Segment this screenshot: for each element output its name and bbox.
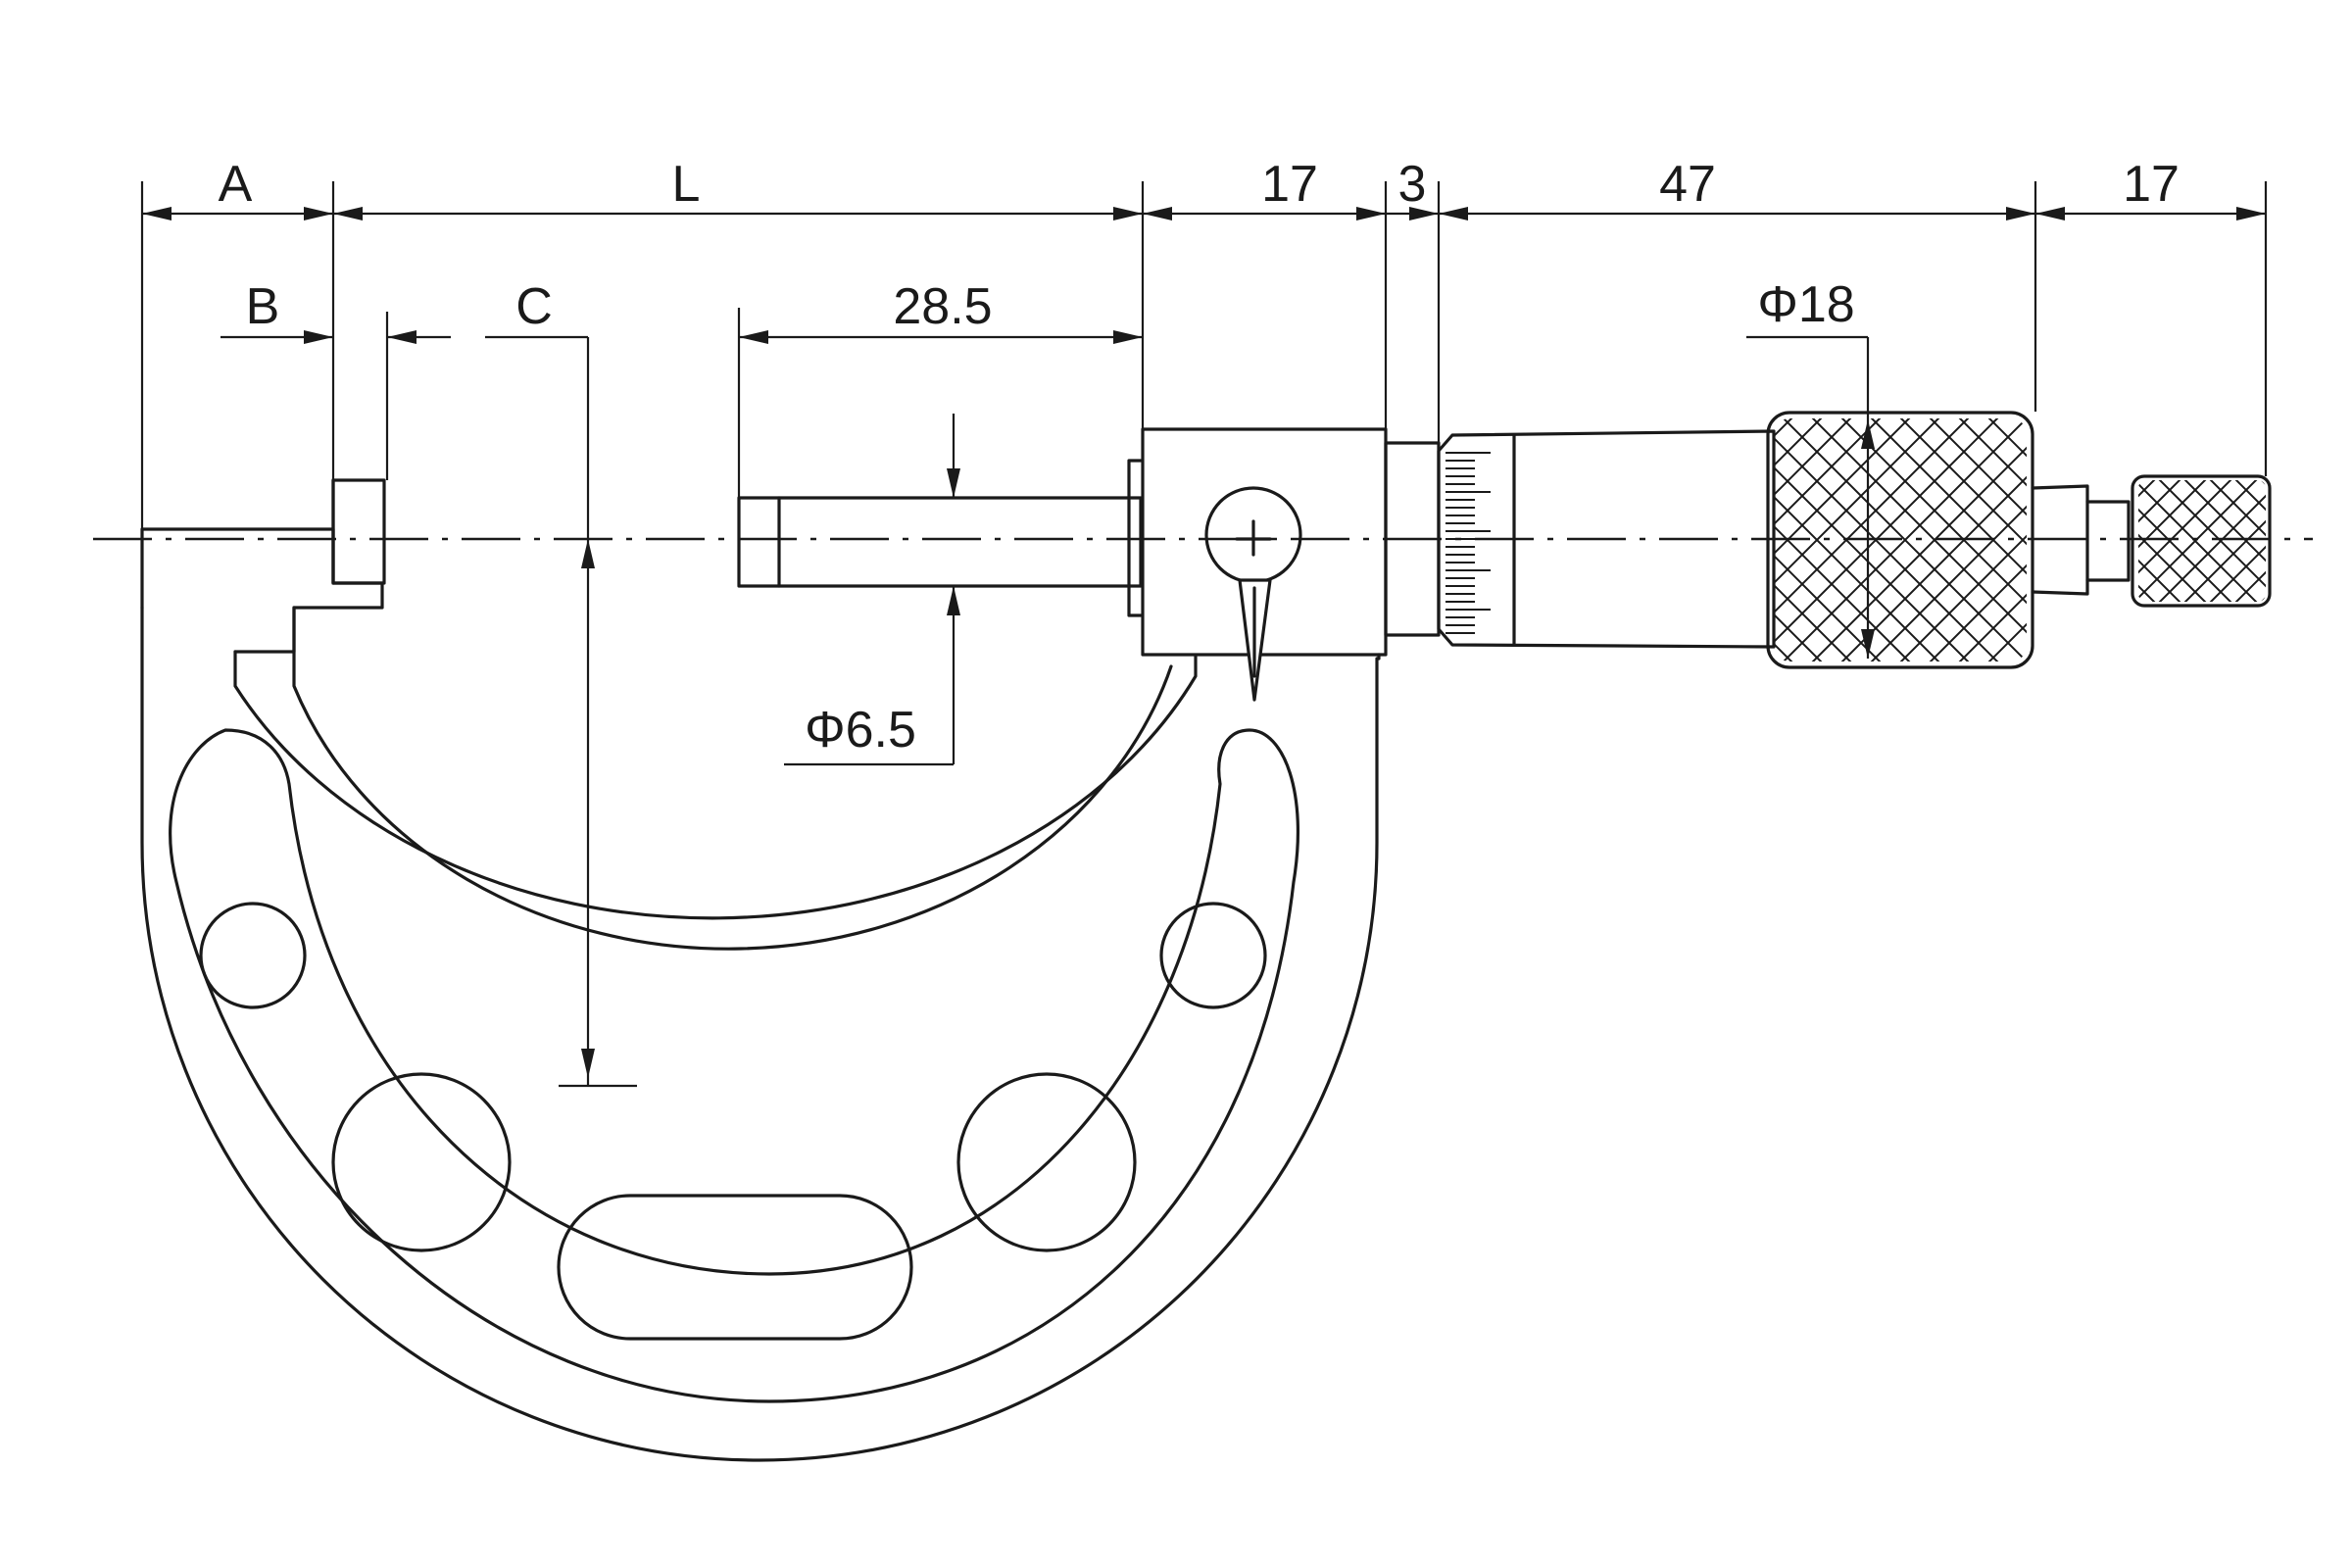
dim-arrow-top-out [142,207,172,220]
knurl-line [2257,480,2266,602]
knurl-line [1924,418,2027,662]
dim-arrow-top-in [1356,207,1386,220]
dim-arrow-top-out [2035,207,2065,220]
ratchet-neck [2031,484,2089,596]
knurl-line [1774,418,1945,662]
dimensions: A L 17 3 47 17 B C 28.5 Φ18 Φ6.5 [140,156,2268,1088]
knurl-line [2283,476,2352,606]
knurl-line [2138,480,2235,602]
lock-housing [1127,427,1441,702]
label-phi6-5: Φ6.5 [805,702,916,759]
dim-arrow-phi6-5-bottom [947,586,960,615]
label-47: 47 [1659,156,1716,213]
label-L: L [672,156,701,213]
knurl-line [2206,480,2266,602]
dim-arrow-top-in [304,207,333,220]
knurl-line [1983,418,2027,662]
knurl-line [1774,418,1857,662]
knurl-line [2138,480,2261,602]
knurl-line [1953,418,2027,662]
dim-arrow-top-out [333,207,363,220]
spindle [737,496,1143,588]
knurl-line [1924,418,2027,662]
dim-arrow-top-in [2006,207,2035,220]
dim-arrow-top-out [1439,207,1468,220]
knurl-line [1777,418,2027,662]
lock-lever[interactable] [1204,486,1302,702]
knurl-line [2180,480,2266,602]
frame-hole-left-small [199,902,307,1009]
frame-inner-step [292,606,1173,951]
barrel-scale-ticks [1446,452,1491,634]
dim-arrow-top-in [2236,207,2266,220]
dim-arrow-28-5-right [1113,330,1143,344]
knurl-line [2138,480,2184,602]
knurl-line [1774,418,1886,662]
knurl-line [2206,480,2266,602]
dim-arrow-top-out [1143,207,1172,220]
label-phi18: Φ18 [1757,276,1854,333]
dim-arrows-top [142,207,2266,220]
dim-arrow-phi18-bottom [1861,629,1875,659]
knurl-line [1953,418,2027,662]
frame-hole-left-large [331,1072,512,1252]
dim-arrow-top-in [1113,207,1143,220]
label-B: B [246,278,280,335]
knurl-line [2334,476,2352,606]
label-3: 3 [1398,156,1427,213]
anvil-body [331,478,386,585]
knurl-line [1774,418,1857,662]
knurl-line [1774,418,1828,662]
dim-arrow-phi6-5-top [947,468,960,498]
knurl-line [1774,418,1828,662]
dim-arrow-28-5-left [739,330,768,344]
knurl-line [2334,476,2352,606]
frame-left-steps [140,527,384,654]
frame-outline [140,606,1381,1462]
knurl-line [2231,480,2266,602]
knurl-line [2309,476,2352,606]
label-17-frame: 17 [1261,156,1318,213]
label-C: C [515,278,553,335]
dim-arrow-B-right [387,330,416,344]
ratchet-knurl [2138,476,2352,606]
frame-slot-bottom [557,1194,913,1341]
frame-hole-right-large [956,1072,1137,1252]
knurl-line [1894,418,2027,662]
ratchet-stem [2085,500,2131,582]
knurl-line [2155,480,2266,602]
knurl-line [2231,480,2266,602]
knurl-line [2138,480,2184,602]
knurl-line [2283,476,2352,606]
knurl-line [2138,480,2210,602]
frame [140,527,1381,1462]
frame-inner-arc [233,650,1198,920]
frame-window-band [169,728,1300,1403]
knurl-line [1774,418,1886,662]
knurl-line [1806,418,2027,662]
dim-arrow-phi18-top [1861,419,1875,449]
dim-arrow-top-in [1409,207,1439,220]
dim-arrow-B-left [304,330,333,344]
label-28-5: 28.5 [893,278,992,335]
dim-arrow-C-bottom [581,1049,595,1078]
ratchet-knob-outline[interactable] [2131,474,2272,608]
knurl-line [1983,418,2027,662]
barrel-outline [1437,429,1776,649]
anvil [331,478,386,585]
label-A: A [219,156,253,213]
label-17-ratchet: 17 [2123,156,2180,213]
spindle-rod [737,496,1143,588]
frame-hole-right-small [1159,902,1267,1009]
knurl-line [2257,480,2266,602]
ratchet[interactable] [2003,474,2352,608]
dim-arrow-C-top [581,539,595,568]
knurl-line [2309,476,2352,606]
